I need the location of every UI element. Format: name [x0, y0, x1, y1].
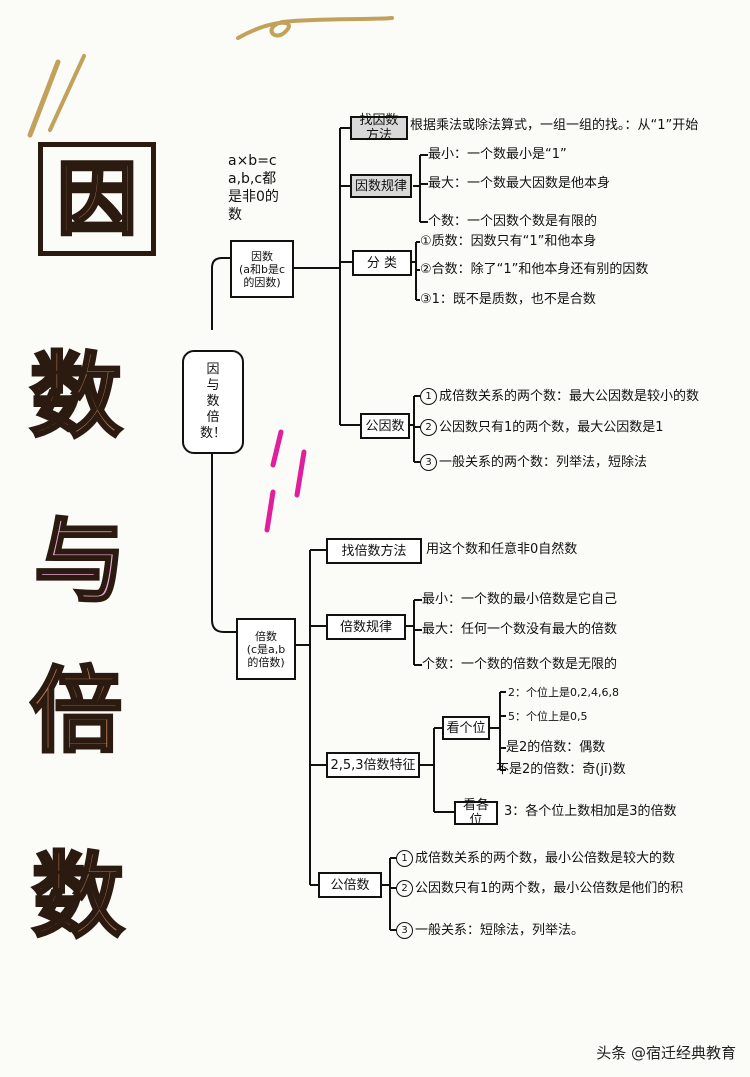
root-node: 因 与 数 倍 数！	[182, 350, 244, 454]
find-factor-method-text: 根据乘法或除法算式，一组一组的找。：从“1”开始	[410, 118, 699, 133]
factor-rule-min: 最小：一个数最小是“1”	[428, 147, 567, 162]
find-multiple-method-text: 用这个数和任意非0自然数	[426, 542, 578, 557]
all-digits-label: 看各位	[454, 798, 498, 828]
multiple-node: 倍数 (c是a,b 的倍数)	[236, 618, 296, 680]
multiple-rule-min: 最小：一个数的最小倍数是它自己	[422, 592, 618, 607]
common-factor-label: 公因数	[360, 413, 410, 439]
watermark: 头条 @宿迁经典教育	[596, 1044, 736, 1062]
units-item-odd: 不是2的倍数：奇(jī)数	[496, 762, 626, 777]
classify-prime: ①质数：因数只有“1”和他本身	[420, 234, 597, 249]
multiple-rule-max: 最大：任何一个数没有最大的倍数	[422, 622, 618, 637]
title-char-yu: 与	[32, 507, 127, 615]
factor-rule-label: 因数规律	[350, 174, 412, 198]
classify-label: 分 类	[352, 250, 412, 276]
units-item-even: 是2的倍数：偶数	[506, 740, 606, 755]
title-char-shu-2: 数	[30, 842, 125, 950]
gold-swirl-decoration	[236, 16, 394, 40]
magenta-slash-decoration	[294, 449, 307, 498]
gold-slash-decoration	[48, 54, 86, 132]
all-digits-text: 3：各个位上数相加是3的倍数	[504, 804, 677, 819]
multiple-rule-count: 个数：一个数的倍数个数是无限的	[422, 657, 618, 672]
feature-label: 2,5,3倍数特征	[326, 752, 420, 778]
factor-rule-count: 个数：一个因数个数是有限的	[428, 214, 598, 229]
title-char-yin: 因	[38, 142, 156, 256]
title-char-bei: 倍	[28, 657, 123, 765]
units-digit-label: 看个位	[442, 716, 490, 740]
find-multiple-method-label: 找倍数方法	[326, 538, 422, 564]
factor-node: 因数 (a和b是c 的因数)	[230, 240, 294, 298]
classify-one: ③1：既不是质数，也不是合数	[420, 292, 596, 307]
units-item-5: 5：个位上是0,5	[508, 710, 588, 723]
find-factor-method-label: 找因数方法	[350, 113, 408, 143]
multiple-rule-label: 倍数规律	[326, 614, 406, 640]
magenta-slash-decoration	[264, 489, 276, 533]
definition-note: a×b=c a,b,c都 是非0的 数	[228, 153, 279, 223]
common-multiple-label: 公倍数	[318, 872, 382, 898]
classify-composite: ②合数：除了“1”和他本身还有别的因数	[420, 262, 649, 277]
gold-slash-decoration	[27, 59, 61, 138]
factor-rule-max: 最大：一个数最大因数是他本身	[428, 176, 611, 191]
title-char-shu-1: 数	[28, 342, 123, 450]
magenta-slash-decoration	[270, 429, 284, 468]
units-item-2: 2：个位上是0,2,4,6,8	[508, 686, 619, 699]
